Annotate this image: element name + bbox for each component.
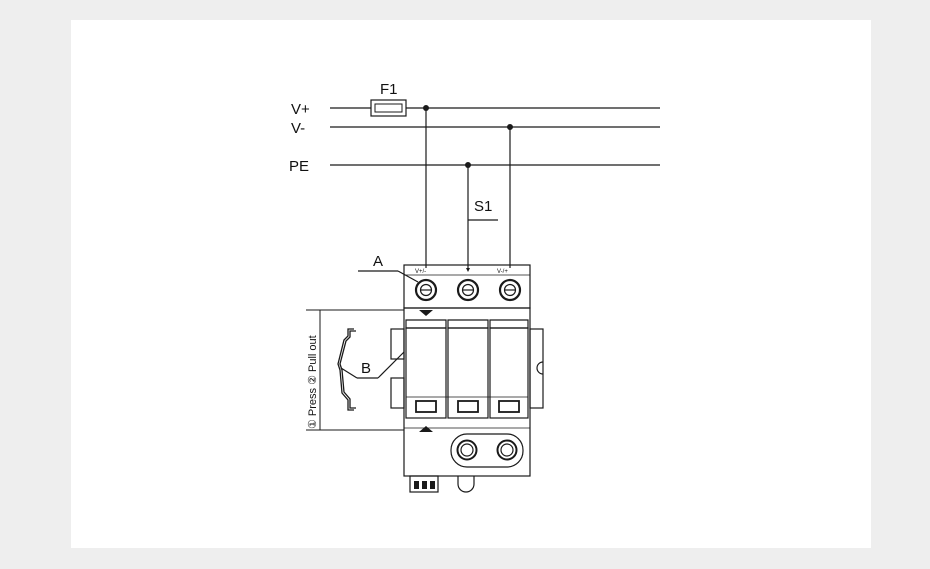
label-press-pull-out: ① Press ② Pull out [307, 335, 319, 429]
label-v-plus: V+ [291, 101, 310, 118]
spd-device [390, 264, 544, 493]
label-terminal-right: V-/+ [497, 269, 508, 275]
din-rail-left-bottom [390, 377, 405, 409]
label-pe: PE [289, 158, 309, 175]
fuse-f1 [370, 99, 407, 117]
top-arrow [419, 310, 433, 316]
din-rail-right [529, 328, 544, 409]
label-switch-s1: S1 [474, 198, 492, 215]
label-fuse-f1: F1 [380, 81, 398, 98]
callout-b-leader [340, 351, 405, 379]
press-pull-bracket [306, 309, 404, 431]
terminal-screws [414, 278, 522, 302]
bus-lines [330, 107, 660, 166]
bottom-terminals [450, 433, 524, 468]
callout-a-leader [358, 270, 419, 283]
din-rail-profile [337, 328, 356, 411]
modules [405, 319, 529, 419]
vertical-wires [425, 108, 511, 268]
label-callout-a: A [373, 253, 383, 270]
label-v-minus: V- [291, 120, 305, 137]
label-callout-b: B [361, 360, 371, 377]
bottom-arrow [419, 426, 433, 432]
remote-contact-connector [409, 475, 439, 493]
label-terminal-left: V+/- [415, 269, 426, 275]
din-clip [457, 476, 475, 493]
